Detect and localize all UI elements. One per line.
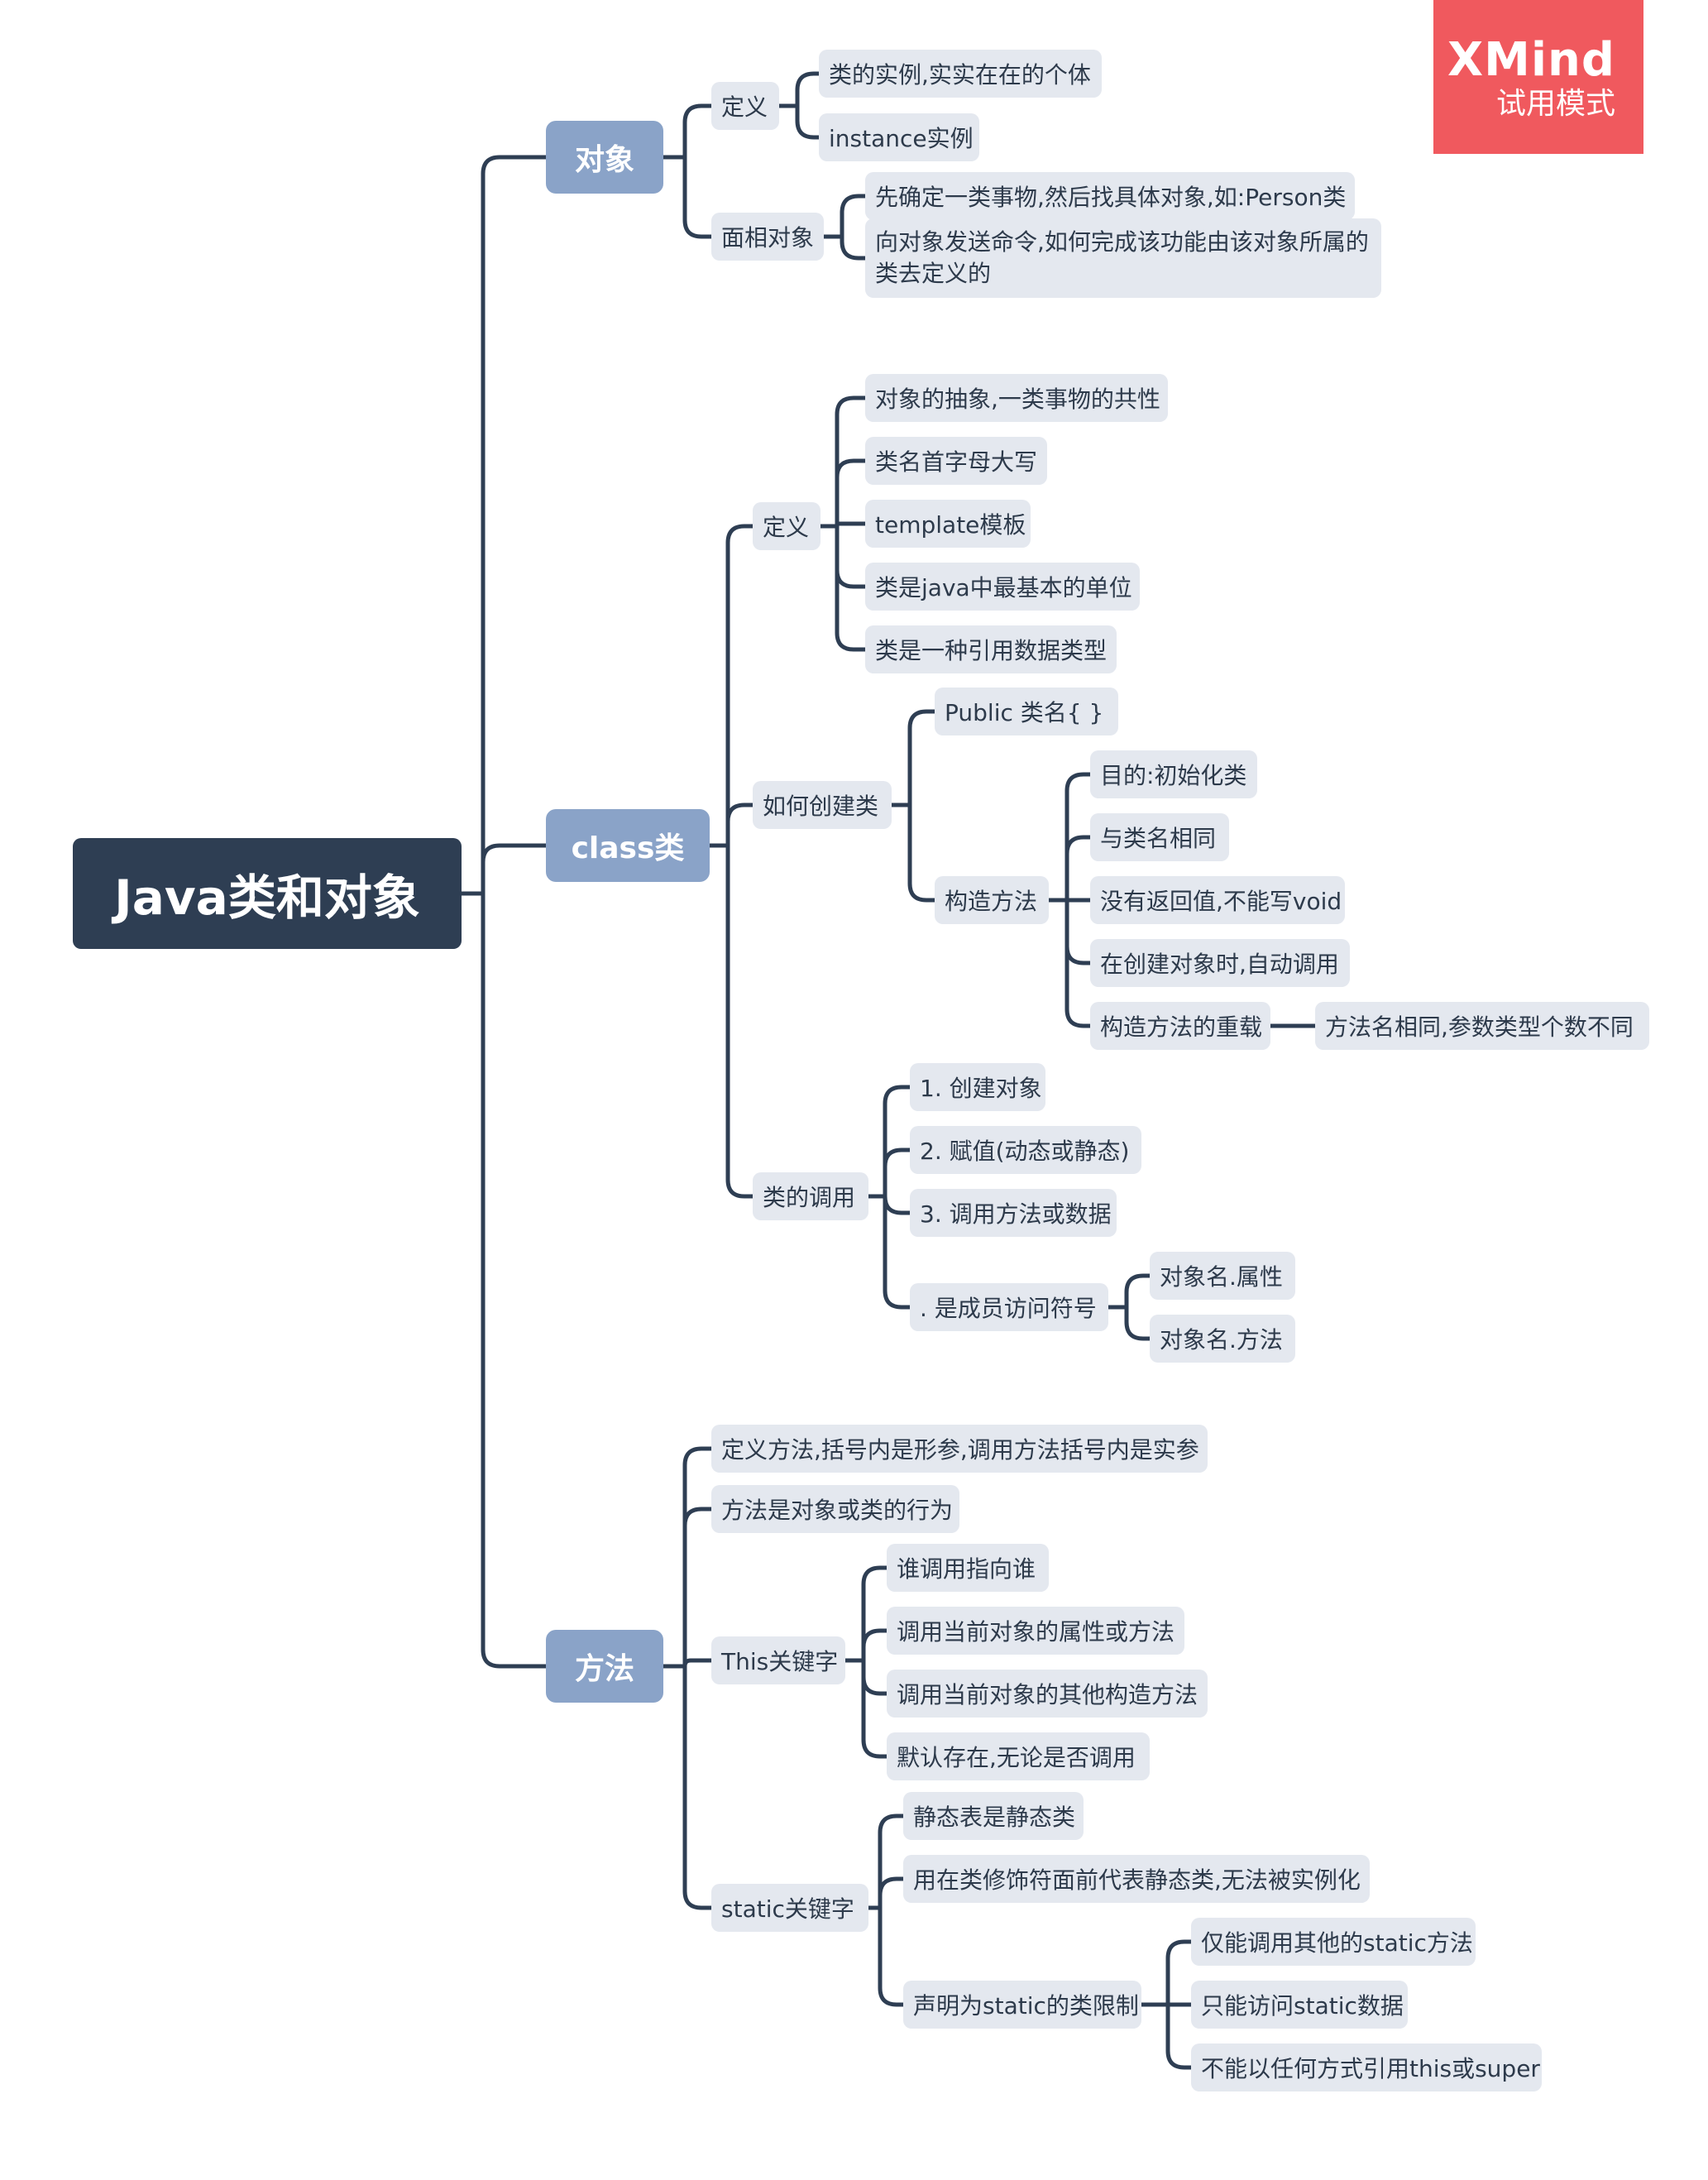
constructor-item[interactable]: 目的:初始化类 bbox=[1090, 750, 1257, 798]
connector-line bbox=[835, 521, 868, 529]
topic-objects[interactable]: 对象 bbox=[546, 121, 663, 194]
constructor-item[interactable]: 没有返回值,不能写void bbox=[1090, 876, 1345, 924]
connector-line bbox=[840, 194, 868, 239]
objects-definition-item[interactable]: instance实例 bbox=[819, 113, 979, 161]
connector-line bbox=[1124, 1305, 1152, 1341]
class-call-item[interactable]: 1. 创建对象 bbox=[910, 1063, 1045, 1111]
class-definition-item[interactable]: 类是一种引用数据类型 bbox=[865, 625, 1117, 673]
connector-line bbox=[861, 1658, 889, 1759]
connector-line bbox=[1124, 1273, 1152, 1310]
root-topic[interactable]: Java类和对象 bbox=[73, 838, 462, 949]
connector-line bbox=[481, 891, 548, 1669]
member-access[interactable]: . 是成员访问符号 bbox=[910, 1283, 1108, 1331]
connector-line bbox=[682, 1507, 714, 1669]
connector-line bbox=[725, 843, 755, 1199]
connector-line bbox=[481, 843, 548, 896]
connector-line bbox=[883, 1194, 912, 1215]
connector-line bbox=[682, 1664, 714, 1910]
connector-line bbox=[883, 1147, 912, 1199]
methods-this[interactable]: This关键字 bbox=[711, 1636, 845, 1684]
methods-item[interactable]: 定义方法,括号内是形参,调用方法括号内是实参 bbox=[711, 1425, 1208, 1473]
static-limit-item[interactable]: 仅能调用其他的static方法 bbox=[1191, 1918, 1476, 1966]
constructor-item[interactable]: 在创建对象时,自动调用 bbox=[1090, 939, 1350, 987]
constructor-overload[interactable]: 构造方法的重载 bbox=[1090, 1002, 1270, 1050]
connector-line bbox=[861, 1658, 889, 1696]
static-limit-item[interactable]: 不能以任何方式引用this或super bbox=[1191, 2043, 1542, 2091]
objects-oriented-item[interactable]: 先确定一类事物,然后找具体对象,如:Person类 bbox=[865, 172, 1355, 220]
connector-line bbox=[795, 71, 821, 108]
class-create-syntax[interactable]: Public 类名{ } bbox=[935, 688, 1118, 735]
objects-definition-item[interactable]: 类的实例,实实在在的个体 bbox=[819, 50, 1102, 98]
connector-line bbox=[878, 1813, 906, 1910]
connector-line bbox=[878, 1905, 906, 2007]
topic-class[interactable]: class类 bbox=[546, 809, 710, 882]
connector-line bbox=[835, 524, 868, 589]
this-item[interactable]: 默认存在,无论是否调用 bbox=[887, 1732, 1150, 1780]
constructor-item[interactable]: 与类名相同 bbox=[1090, 813, 1229, 861]
connector-line bbox=[682, 155, 714, 239]
connector-line bbox=[835, 458, 868, 529]
class-definition-item[interactable]: template模板 bbox=[865, 500, 1031, 548]
connector-line bbox=[1065, 898, 1093, 965]
static-limit-item[interactable]: 只能访问static数据 bbox=[1191, 1981, 1408, 2029]
connector-line bbox=[725, 803, 755, 848]
class-definition[interactable]: 定义 bbox=[753, 502, 821, 550]
class-definition-item[interactable]: 类是java中最基本的单位 bbox=[865, 563, 1140, 611]
connector-line bbox=[861, 1628, 889, 1663]
connector-line bbox=[835, 524, 868, 652]
watermark-brand: XMind bbox=[1447, 33, 1615, 87]
class-call[interactable]: 类的调用 bbox=[753, 1172, 868, 1220]
connector-line bbox=[725, 524, 755, 848]
member-access-item[interactable]: 对象名.方法 bbox=[1150, 1315, 1295, 1363]
methods-static[interactable]: static关键字 bbox=[711, 1884, 868, 1932]
class-constructor[interactable]: 构造方法 bbox=[935, 876, 1049, 924]
connector-line bbox=[682, 103, 714, 160]
watermark-mode: 试用模式 bbox=[1495, 87, 1615, 121]
topic-methods[interactable]: 方法 bbox=[546, 1630, 663, 1703]
connector-line bbox=[682, 1446, 714, 1669]
connector-line bbox=[795, 103, 821, 140]
static-limits[interactable]: 声明为static的类限制 bbox=[903, 1981, 1141, 2029]
connector-line bbox=[1065, 772, 1093, 903]
connector-line bbox=[481, 155, 548, 896]
static-item[interactable]: 用在类修饰符面前代表静态类,无法被实例化 bbox=[903, 1855, 1370, 1903]
class-call-item[interactable]: 2. 赋值(动态或静态) bbox=[910, 1126, 1141, 1174]
objects-oriented-item[interactable]: 向对象发送命令,如何完成该功能由该对象所属的类去定义的 bbox=[865, 218, 1381, 298]
objects-definition[interactable]: 定义 bbox=[711, 82, 779, 130]
connector-line bbox=[883, 1194, 912, 1310]
objects-oriented[interactable]: 面相对象 bbox=[711, 213, 824, 261]
this-item[interactable]: 谁调用指向谁 bbox=[887, 1544, 1049, 1592]
connector-line bbox=[861, 1565, 889, 1663]
connector-line bbox=[878, 1876, 906, 1910]
connector-line bbox=[1065, 835, 1093, 903]
class-call-item[interactable]: 3. 调用方法或数据 bbox=[910, 1189, 1117, 1237]
constructor-overload-detail[interactable]: 方法名相同,参数类型个数不同 bbox=[1315, 1002, 1649, 1050]
class-definition-item[interactable]: 类名首字母大写 bbox=[865, 437, 1047, 485]
trial-watermark: XMind 试用模式 bbox=[1433, 0, 1643, 154]
connector-line bbox=[883, 1085, 912, 1199]
connector-line bbox=[1165, 1939, 1194, 2007]
connector-line bbox=[682, 1658, 714, 1669]
connector-line bbox=[840, 234, 868, 261]
methods-item[interactable]: 方法是对象或类的行为 bbox=[711, 1485, 959, 1533]
connector-line bbox=[1165, 2002, 1194, 2070]
this-item[interactable]: 调用当前对象的其他构造方法 bbox=[887, 1670, 1208, 1718]
connector-line bbox=[907, 709, 937, 807]
connector-line bbox=[1065, 898, 1093, 1028]
this-item[interactable]: 调用当前对象的属性或方法 bbox=[887, 1607, 1184, 1655]
member-access-item[interactable]: 对象名.属性 bbox=[1150, 1252, 1295, 1300]
class-definition-item[interactable]: 对象的抽象,一类事物的共性 bbox=[865, 374, 1168, 422]
connector-line bbox=[835, 395, 868, 529]
class-create[interactable]: 如何创建类 bbox=[753, 781, 892, 829]
static-item[interactable]: 静态表是静态类 bbox=[903, 1792, 1084, 1840]
connector-line bbox=[907, 803, 937, 903]
